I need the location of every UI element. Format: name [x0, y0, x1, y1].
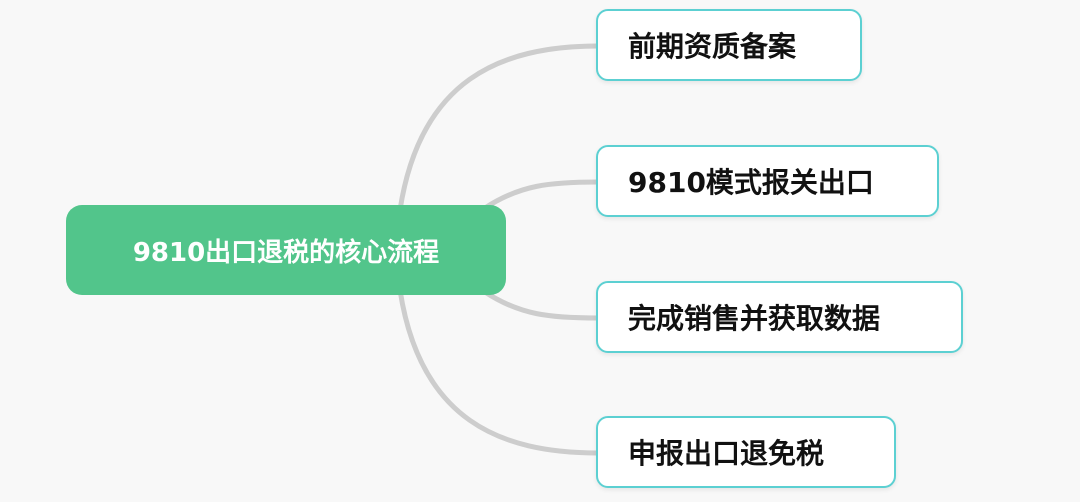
child-node-1[interactable]: 前期资质备案: [596, 9, 862, 81]
child-label: 9810模式报关出口: [628, 166, 874, 199]
child-node-4[interactable]: 申报出口退免税: [596, 416, 896, 488]
link-3: [483, 289, 599, 321]
root-label: 9810出口退税的核心流程: [132, 237, 440, 268]
link-4: [397, 289, 599, 456]
child-label: 前期资质备案: [628, 30, 797, 63]
root-node[interactable]: 9810出口退税的核心流程: [66, 205, 506, 295]
child-node-2[interactable]: 9810模式报关出口: [596, 145, 939, 217]
link-2: [483, 179, 599, 211]
child-node-3[interactable]: 完成销售并获取数据: [596, 281, 963, 353]
link-1: [397, 43, 599, 211]
child-label: 完成销售并获取数据: [628, 302, 881, 335]
child-label: 申报出口退免税: [628, 437, 825, 470]
